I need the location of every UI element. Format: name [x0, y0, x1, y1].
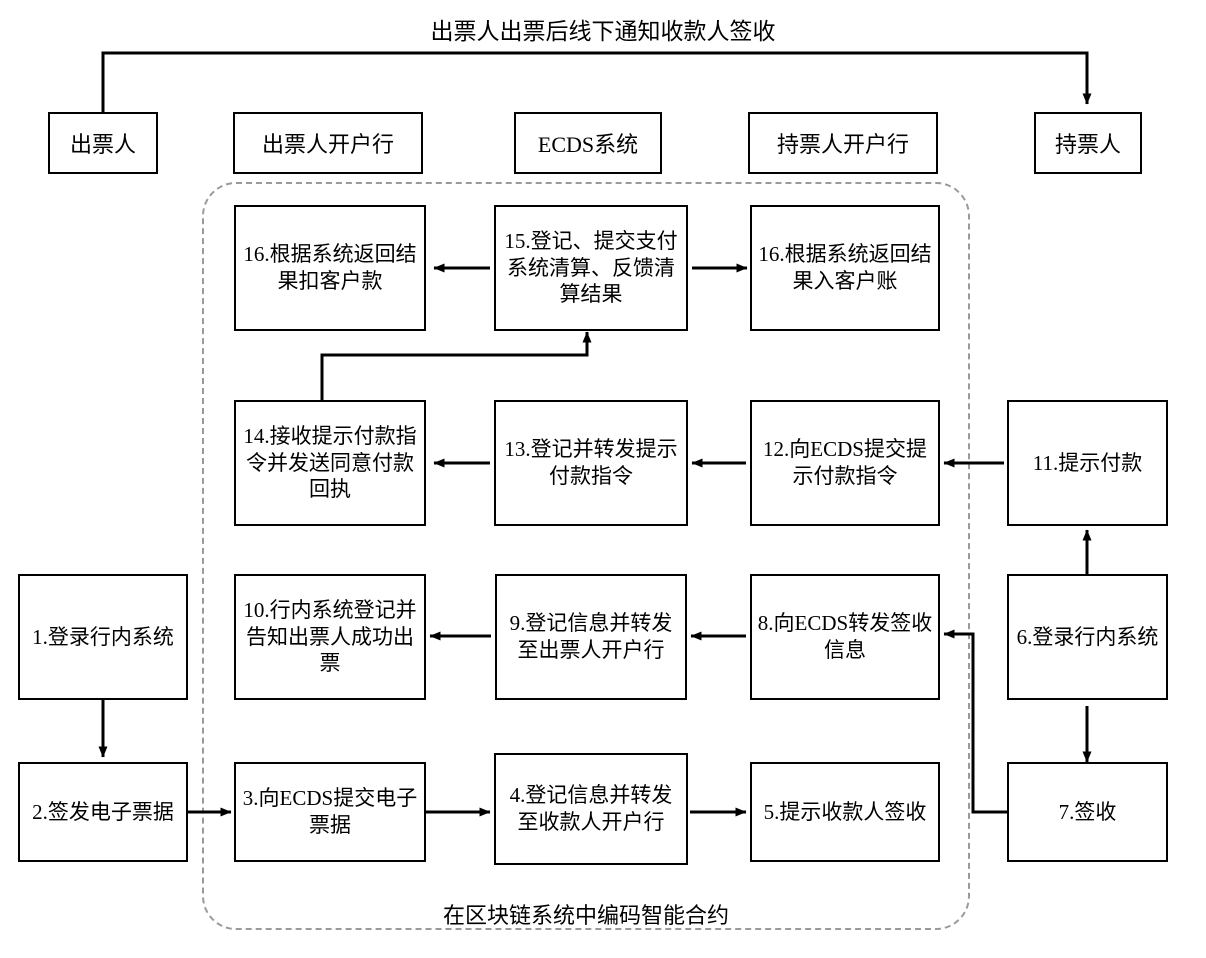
node-16b[interactable]: 16.根据系统返回结果入客户账	[750, 205, 940, 331]
node-1[interactable]: 1.登录行内系统	[18, 574, 188, 700]
node-label: 1.登录行内系统	[32, 624, 174, 649]
column-header-holder[interactable]: 持票人	[1034, 112, 1142, 174]
node-label: 5.提示收款人签收	[763, 799, 927, 824]
node-label: 11.提示付款	[1032, 450, 1143, 475]
column-header-label: 持票人开户行	[776, 132, 909, 157]
node-label: 8.向ECDS转发签收信息	[757, 611, 933, 662]
node-label: 16.根据系统返回结果入客户账	[758, 242, 932, 293]
node-9[interactable]: 9.登记信息并转发至出票人开户行	[495, 574, 687, 700]
node-13[interactable]: 13.登记并转发提示付款指令	[494, 400, 688, 526]
node-6[interactable]: 6.登录行内系统	[1007, 574, 1168, 700]
column-header-label: 出票人开户行	[261, 132, 394, 157]
node-4[interactable]: 4.登记信息并转发至收款人开户行	[494, 753, 688, 865]
diagram-title: 出票人出票后线下通知收款人签收	[430, 19, 776, 44]
node-label: 16.根据系统返回结果扣客户款	[243, 242, 417, 293]
node-11[interactable]: 11.提示付款	[1007, 400, 1168, 526]
node-8[interactable]: 8.向ECDS转发签收信息	[750, 574, 940, 700]
column-header-label: 出票人	[69, 132, 136, 157]
column-header-ecds[interactable]: ECDS系统	[514, 112, 662, 174]
node-label: 12.向ECDS提交提示付款指令	[763, 437, 927, 488]
blockchain-region	[202, 182, 970, 930]
arrow-offline-notice	[101, 51, 1092, 112]
node-15[interactable]: 15.登记、提交支付系统清算、反馈清算结果	[494, 205, 688, 331]
column-header-label: 持票人	[1054, 132, 1121, 157]
node-12[interactable]: 12.向ECDS提交提示付款指令	[750, 400, 940, 526]
node-label: 3.向ECDS提交电子票据	[242, 786, 418, 837]
node-3[interactable]: 3.向ECDS提交电子票据	[234, 762, 426, 862]
node-7[interactable]: 7.签收	[1007, 762, 1168, 862]
node-10[interactable]: 10.行内系统登记并告知出票人成功出票	[234, 574, 426, 700]
node-16a[interactable]: 16.根据系统返回结果扣客户款	[234, 205, 426, 331]
node-14[interactable]: 14.接收提示付款指令并发送同意付款回执	[234, 400, 426, 526]
node-label: 7.签收	[1058, 799, 1117, 824]
node-2[interactable]: 2.签发电子票据	[18, 762, 188, 862]
node-label: 14.接收提示付款指令并发送同意付款回执	[243, 423, 417, 502]
node-label: 13.登记并转发提示付款指令	[504, 437, 678, 488]
node-label: 4.登记信息并转发至收款人开户行	[509, 783, 673, 834]
node-label: 6.登录行内系统	[1016, 624, 1159, 649]
column-header-drawer[interactable]: 出票人	[48, 112, 158, 174]
column-header-holder-bank[interactable]: 持票人开户行	[748, 112, 938, 174]
column-header-label: ECDS系统	[537, 132, 639, 157]
node-label: 9.登记信息并转发至出票人开户行	[509, 611, 673, 662]
diagram-caption: 在区块链系统中编码智能合约	[442, 903, 729, 928]
node-5[interactable]: 5.提示收款人签收	[750, 762, 940, 862]
column-header-drawer-bank[interactable]: 出票人开户行	[233, 112, 423, 174]
node-label: 10.行内系统登记并告知出票人成功出票	[243, 597, 417, 676]
node-label: 15.登记、提交支付系统清算、反馈清算结果	[504, 228, 678, 307]
node-label: 2.签发电子票据	[32, 799, 174, 824]
